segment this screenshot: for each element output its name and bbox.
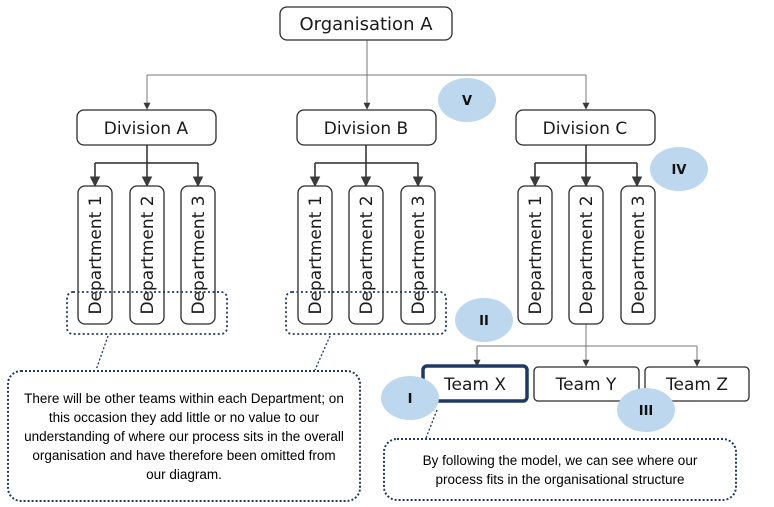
team-node-highlighted: Team X	[421, 364, 529, 403]
step-marker-label: I	[408, 392, 413, 407]
team-label: Team Y	[555, 375, 617, 395]
department-node: Department 3	[180, 185, 216, 325]
department-label: Department 2	[357, 195, 377, 314]
department-node: Department 1	[77, 185, 113, 325]
division-node: Division B	[296, 109, 437, 146]
step-marker-v: V	[438, 78, 496, 122]
organisation-node: Organisation A	[279, 6, 453, 41]
division-connectors	[89, 145, 643, 188]
note-omitted-teams: There will be other teams within each De…	[7, 370, 361, 502]
department-node: Department 3	[620, 185, 656, 325]
department-label: Department 1	[306, 195, 326, 314]
department-label: Department 1	[86, 195, 106, 314]
step-marker-iv: IV	[650, 147, 708, 191]
department-label: Department 1	[526, 195, 546, 314]
step-marker-ii: II	[455, 298, 513, 342]
department-node: Department 3	[400, 185, 436, 325]
step-marker-i: I	[381, 376, 439, 420]
step-marker-label: IV	[672, 163, 687, 178]
team-label: Team X	[443, 375, 506, 395]
division-label: Division B	[324, 119, 408, 139]
division-label: Division C	[543, 119, 628, 139]
department-label: Department 2	[577, 195, 597, 314]
department-label: Department 3	[189, 195, 209, 314]
division-node: Division C	[515, 109, 656, 146]
department-node: Department 1	[297, 185, 333, 325]
note-model-text: By following the model, we can see where…	[422, 452, 698, 487]
team-label: Team Z	[665, 375, 728, 395]
callout-pointers	[95, 335, 438, 439]
step-marker-iii: III	[617, 388, 675, 432]
division-node: Division A	[76, 109, 217, 146]
department-label: Department 3	[409, 195, 429, 314]
department-label: Department 3	[629, 195, 649, 314]
organisation-label: Organisation A	[299, 14, 433, 35]
department-node: Department 2	[348, 185, 384, 325]
department-node: Department 1	[517, 185, 553, 325]
step-marker-label: III	[639, 404, 654, 419]
org-connectors	[143, 40, 590, 110]
department-group-highlight	[66, 291, 228, 335]
division-label: Division A	[104, 119, 189, 139]
team-node: Team Y	[533, 366, 640, 402]
step-marker-label: II	[479, 314, 489, 329]
team-node: Team Z	[644, 366, 750, 402]
step-marker-label: V	[462, 94, 472, 109]
department-node: Department 2	[568, 185, 604, 325]
department-group-highlight	[285, 291, 447, 335]
department-node: Department 2	[129, 185, 165, 325]
department-label: Department 2	[138, 195, 158, 314]
note-model: By following the model, we can see where…	[383, 438, 737, 501]
note-omitted-teams-text: There will be other teams within each De…	[24, 390, 344, 482]
team-connectors	[473, 324, 701, 367]
